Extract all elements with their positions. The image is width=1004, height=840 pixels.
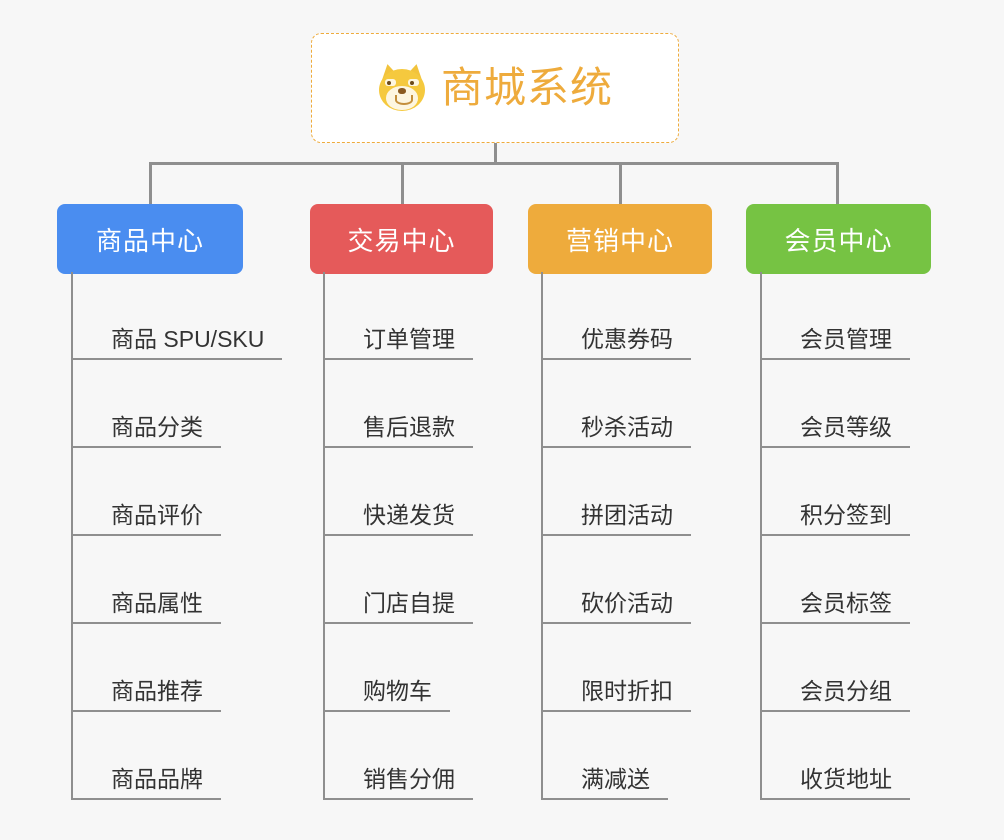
leaf-item[interactable]: 销售分佣 [325, 712, 473, 800]
column-spine [323, 272, 325, 800]
branch-header-label: 交易中心 [347, 225, 456, 256]
leaf-item[interactable]: 售后退款 [325, 360, 473, 448]
leaf-item-label: 会员分组 [762, 678, 910, 712]
leaf-item-label: 商品分类 [73, 414, 221, 448]
branch-header-会员中心[interactable]: 会员中心 [746, 204, 931, 274]
branch-header-营销中心[interactable]: 营销中心 [528, 204, 712, 274]
leaf-item-label: 商品品牌 [73, 766, 221, 800]
leaf-item[interactable]: 砍价活动 [543, 536, 691, 624]
leaf-item[interactable]: 会员标签 [762, 536, 910, 624]
root-title: 商城系统 [440, 64, 613, 111]
leaf-item-label: 满减送 [543, 766, 668, 800]
leaf-item[interactable]: 会员分组 [762, 624, 910, 712]
leaf-item[interactable]: 商品属性 [73, 536, 221, 624]
leaf-item[interactable]: 商品品牌 [73, 712, 221, 800]
leaf-item-label: 商品评价 [73, 502, 221, 536]
column-spine [71, 272, 73, 800]
leaf-item-label: 限时折扣 [543, 678, 691, 712]
leaf-item[interactable]: 收货地址 [762, 712, 910, 800]
leaf-item-label: 购物车 [325, 678, 450, 712]
connector-root-stem [494, 143, 497, 165]
leaf-item[interactable]: 会员等级 [762, 360, 910, 448]
leaf-item-label: 积分签到 [762, 502, 910, 536]
leaf-item-label: 会员管理 [762, 326, 910, 360]
leaf-item-label: 销售分佣 [325, 766, 473, 800]
leaf-item[interactable]: 订单管理 [325, 272, 473, 360]
leaf-item-label: 优惠券码 [543, 326, 691, 360]
connector-horizontal-bus [149, 162, 839, 165]
leaf-item[interactable]: 门店自提 [325, 536, 473, 624]
column-spine [760, 272, 762, 800]
connector-drop-branch-3 [619, 162, 622, 204]
leaf-item[interactable]: 优惠券码 [543, 272, 691, 360]
leaf-item-label: 门店自提 [325, 590, 473, 624]
leaf-item-label: 会员等级 [762, 414, 910, 448]
leaf-item-label: 收货地址 [762, 766, 910, 800]
column-spine [541, 272, 543, 800]
leaf-item-label: 订单管理 [325, 326, 473, 360]
leaf-item-label: 商品属性 [73, 590, 221, 624]
leaf-item-label: 秒杀活动 [543, 414, 691, 448]
leaf-item[interactable]: 商品 SPU/SKU [73, 272, 283, 360]
leaf-item-label: 砍价活动 [543, 590, 691, 624]
branch-header-商品中心[interactable]: 商品中心 [57, 204, 243, 274]
branch-header-label: 会员中心 [784, 225, 893, 256]
leaf-item-label: 售后退款 [325, 414, 473, 448]
leaf-item[interactable]: 拼团活动 [543, 448, 691, 536]
leaf-item-label: 快递发货 [325, 502, 473, 536]
leaf-item[interactable]: 商品分类 [73, 360, 221, 448]
branch-header-label: 商品中心 [95, 225, 204, 256]
connector-drop-branch-2 [401, 162, 404, 204]
leaf-item[interactable]: 限时折扣 [543, 624, 691, 712]
root-node[interactable]: 商城系统 [311, 33, 679, 143]
leaf-item-label: 拼团活动 [543, 502, 691, 536]
leaf-item[interactable]: 购物车 [325, 624, 450, 712]
leaf-item[interactable]: 满减送 [543, 712, 668, 800]
leaf-item-label: 会员标签 [762, 590, 910, 624]
leaf-item-label: 商品推荐 [73, 678, 221, 712]
leaf-item[interactable]: 商品推荐 [73, 624, 221, 712]
branch-header-交易中心[interactable]: 交易中心 [310, 204, 493, 274]
leaf-item[interactable]: 商品评价 [73, 448, 221, 536]
leaf-item[interactable]: 积分签到 [762, 448, 910, 536]
leaf-item-label: 商品 SPU/SKU [73, 326, 283, 360]
connector-drop-branch-1 [149, 162, 152, 204]
leaf-item[interactable]: 快递发货 [325, 448, 473, 536]
connector-drop-branch-4 [836, 162, 839, 204]
dog-face-icon [377, 62, 427, 112]
branch-header-label: 营销中心 [565, 225, 674, 256]
leaf-item[interactable]: 秒杀活动 [543, 360, 691, 448]
leaf-item[interactable]: 会员管理 [762, 272, 910, 360]
